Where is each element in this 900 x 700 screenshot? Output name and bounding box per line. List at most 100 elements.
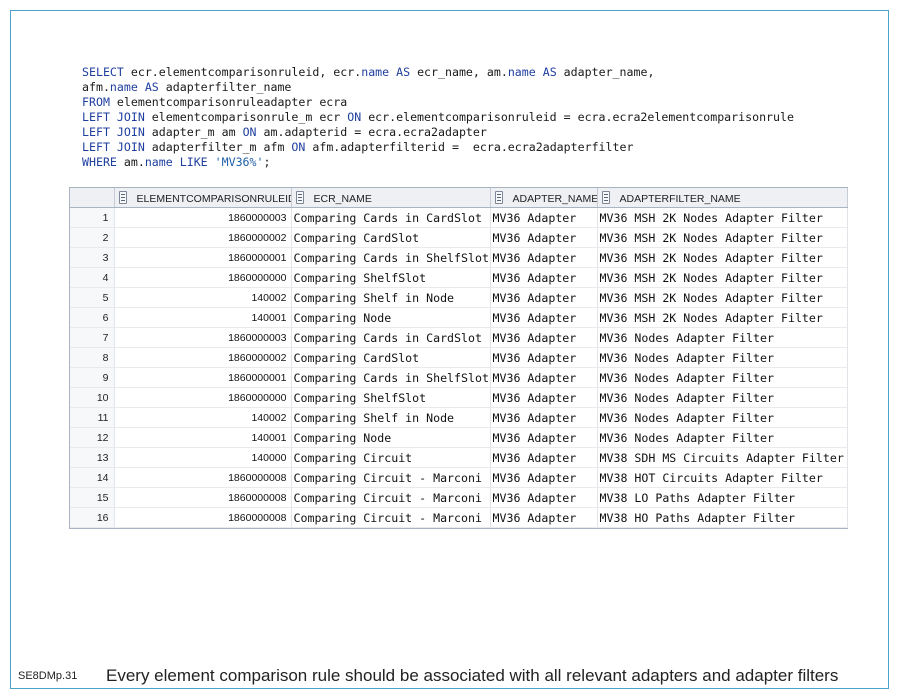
ruleid-cell[interactable]: 1860000008 bbox=[114, 487, 292, 508]
column-header-adapterfilter-name[interactable]: ADAPTERFILTER_NAME bbox=[597, 188, 848, 208]
adapter-name-cell[interactable]: MV36 Adapter bbox=[490, 427, 598, 448]
adapter-name-cell[interactable]: MV36 Adapter bbox=[490, 247, 598, 268]
adapterfilter-name-cell[interactable]: MV38 SDH MS Circuits Adapter Filter bbox=[597, 447, 848, 468]
adapter-name-cell[interactable]: MV36 Adapter bbox=[490, 227, 598, 248]
adapterfilter-name-cell[interactable]: MV38 HOT Circuits Adapter Filter bbox=[597, 467, 848, 488]
query-results-grid[interactable]: ELEMENTCOMPARISONRULEID ECR_NAME ADAPTER… bbox=[69, 187, 848, 529]
ruleid-cell[interactable]: 140001 bbox=[114, 307, 292, 328]
column-menu-icon[interactable] bbox=[601, 190, 610, 204]
ruleid-cell[interactable]: 1860000000 bbox=[114, 267, 292, 288]
column-header-ecr-name[interactable]: ECR_NAME bbox=[291, 188, 491, 208]
adapter-name-cell[interactable]: MV36 Adapter bbox=[490, 467, 598, 488]
adapter-name-cell[interactable]: MV36 Adapter bbox=[490, 387, 598, 408]
column-menu-icon[interactable] bbox=[295, 190, 304, 204]
ruleid-cell[interactable]: 1860000000 bbox=[114, 387, 292, 408]
ruleid-cell[interactable]: 1860000003 bbox=[114, 207, 292, 228]
ecr-name-cell[interactable]: Comparing Cards in ShelfSlot bbox=[291, 367, 491, 388]
row-number-cell: 16 bbox=[70, 507, 115, 528]
ecr-name-cell[interactable]: Comparing CardSlot bbox=[291, 227, 491, 248]
ruleid-cell[interactable]: 140002 bbox=[114, 287, 292, 308]
ruleid-cell[interactable]: 140001 bbox=[114, 427, 292, 448]
adapterfilter-name-cell[interactable]: MV36 Nodes Adapter Filter bbox=[597, 347, 848, 368]
ecr-name-cell[interactable]: Comparing Shelf in Node bbox=[291, 407, 491, 428]
adapter-name-cell[interactable]: MV36 Adapter bbox=[490, 287, 598, 308]
row-number-cell: 7 bbox=[70, 327, 115, 348]
ruleid-cell[interactable]: 1860000008 bbox=[114, 507, 292, 528]
row-number-cell: 15 bbox=[70, 487, 115, 508]
column-header-adapter-name[interactable]: ADAPTER_NAME bbox=[490, 188, 598, 208]
ruleid-cell[interactable]: 1860000002 bbox=[114, 347, 292, 368]
adapterfilter-name-cell[interactable]: MV36 Nodes Adapter Filter bbox=[597, 407, 848, 428]
ecr-name-cell[interactable]: Comparing Circuit - Marconi bbox=[291, 507, 491, 528]
ruleid-cell[interactable]: 140000 bbox=[114, 447, 292, 468]
ruleid-cell[interactable]: 1860000008 bbox=[114, 467, 292, 488]
ecr-name-cell[interactable]: Comparing ShelfSlot bbox=[291, 387, 491, 408]
sql-line: SELECT ecr.elementcomparisonruleid, ecr.… bbox=[82, 65, 655, 79]
sql-query: SELECT ecr.elementcomparisonruleid, ecr.… bbox=[82, 65, 794, 170]
adapter-name-cell[interactable]: MV36 Adapter bbox=[490, 207, 598, 228]
adapterfilter-name-cell[interactable]: MV36 MSH 2K Nodes Adapter Filter bbox=[597, 207, 848, 228]
adapterfilter-name-cell[interactable]: MV36 Nodes Adapter Filter bbox=[597, 327, 848, 348]
column-menu-icon[interactable] bbox=[494, 190, 503, 204]
ruleid-cell[interactable]: 1860000001 bbox=[114, 367, 292, 388]
column-menu-icon[interactable] bbox=[118, 190, 127, 204]
ecr-name-cell[interactable]: Comparing ShelfSlot bbox=[291, 267, 491, 288]
adapterfilter-name-cell[interactable]: MV36 MSH 2K Nodes Adapter Filter bbox=[597, 267, 848, 288]
ecr-name-cell[interactable]: Comparing Cards in ShelfSlot bbox=[291, 247, 491, 268]
adapterfilter-name-cell[interactable]: MV36 MSH 2K Nodes Adapter Filter bbox=[597, 247, 848, 268]
adapterfilter-name-cell[interactable]: MV36 Nodes Adapter Filter bbox=[597, 367, 848, 388]
adapterfilter-name-cell[interactable]: MV36 MSH 2K Nodes Adapter Filter bbox=[597, 307, 848, 328]
adapterfilter-name-cell[interactable]: MV36 Nodes Adapter Filter bbox=[597, 427, 848, 448]
ecr-name-cell[interactable]: Comparing Node bbox=[291, 427, 491, 448]
ecr-name-cell[interactable]: Comparing Cards in CardSlot bbox=[291, 327, 491, 348]
adapter-name-cell[interactable]: MV36 Adapter bbox=[490, 327, 598, 348]
ecr-name-cell[interactable]: Comparing Cards in CardSlot bbox=[291, 207, 491, 228]
ecr-name-cell[interactable]: Comparing Circuit bbox=[291, 447, 491, 468]
row-number-cell: 4 bbox=[70, 267, 115, 288]
sql-line: afm.name AS adapterfilter_name bbox=[82, 80, 292, 94]
adapter-name-cell[interactable]: MV36 Adapter bbox=[490, 447, 598, 468]
ecr-name-cell[interactable]: Comparing Circuit - Marconi bbox=[291, 487, 491, 508]
adapter-name-cell[interactable]: MV36 Adapter bbox=[490, 307, 598, 328]
ecr-name-cell[interactable]: Comparing Node bbox=[291, 307, 491, 328]
adapter-name-cell[interactable]: MV36 Adapter bbox=[490, 367, 598, 388]
ecr-name-cell[interactable]: Comparing Shelf in Node bbox=[291, 287, 491, 308]
adapterfilter-name-cell[interactable]: MV38 LO Paths Adapter Filter bbox=[597, 487, 848, 508]
adapterfilter-name-cell[interactable]: MV36 MSH 2K Nodes Adapter Filter bbox=[597, 227, 848, 248]
ecr-name-cell[interactable]: Comparing Circuit - Marconi bbox=[291, 467, 491, 488]
row-number-cell: 3 bbox=[70, 247, 115, 268]
column-header-elementcomparisonruleid[interactable]: ELEMENTCOMPARISONRULEID bbox=[114, 188, 292, 208]
ruleid-cell[interactable]: 1860000002 bbox=[114, 227, 292, 248]
adapter-name-cell[interactable]: MV36 Adapter bbox=[490, 347, 598, 368]
ruleid-cell[interactable]: 140002 bbox=[114, 407, 292, 428]
adapterfilter-name-cell[interactable]: MV36 MSH 2K Nodes Adapter Filter bbox=[597, 287, 848, 308]
row-number-cell: 12 bbox=[70, 427, 115, 448]
adapterfilter-name-cell[interactable]: MV38 HO Paths Adapter Filter bbox=[597, 507, 848, 528]
ruleid-cell[interactable]: 1860000001 bbox=[114, 247, 292, 268]
adapter-name-cell[interactable]: MV36 Adapter bbox=[490, 487, 598, 508]
adapter-name-cell[interactable]: MV36 Adapter bbox=[490, 267, 598, 288]
ecr-name-cell[interactable]: Comparing CardSlot bbox=[291, 347, 491, 368]
ruleid-cell[interactable]: 1860000003 bbox=[114, 327, 292, 348]
row-number-cell: 14 bbox=[70, 467, 115, 488]
adapter-name-cell[interactable]: MV36 Adapter bbox=[490, 407, 598, 428]
adapterfilter-name-cell[interactable]: MV36 Nodes Adapter Filter bbox=[597, 387, 848, 408]
adapter-name-cell[interactable]: MV36 Adapter bbox=[490, 507, 598, 528]
row-number-cell: 6 bbox=[70, 307, 115, 328]
